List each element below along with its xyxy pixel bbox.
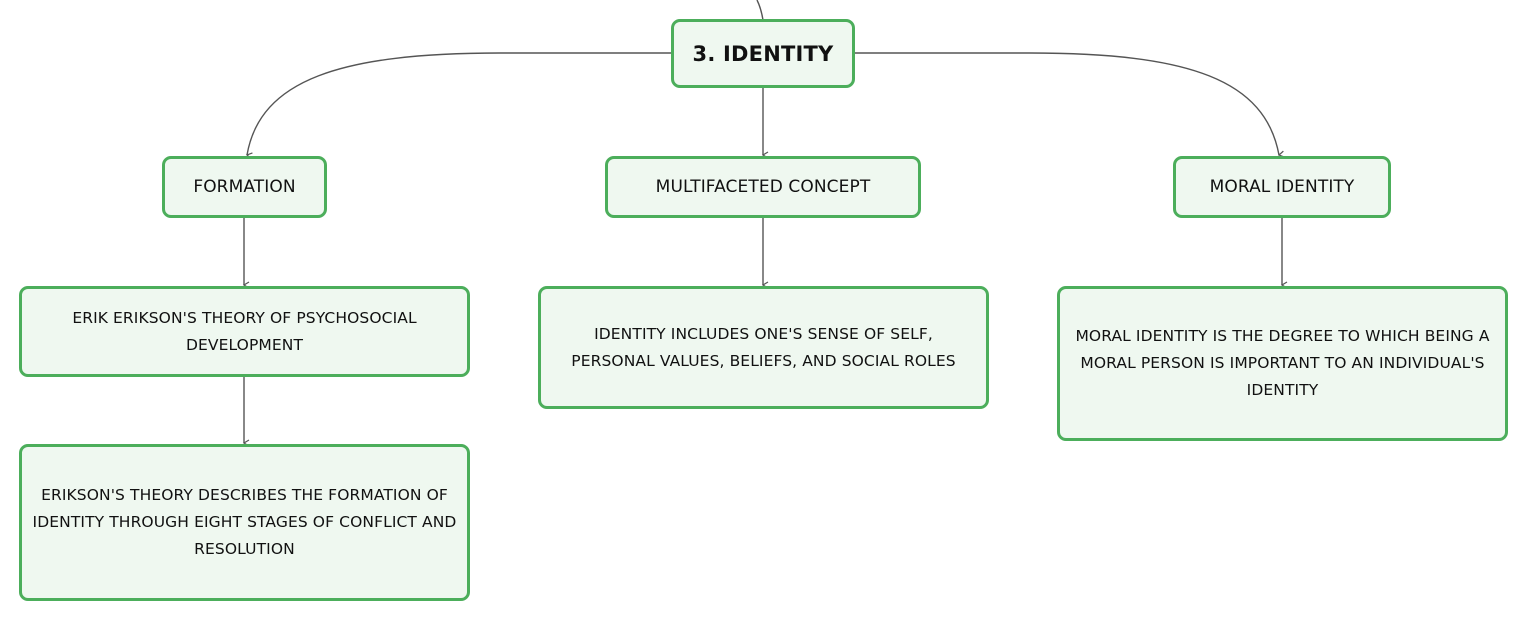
leaf-node-moral-identity-definition[interactable]: MORAL IDENTITY IS THE DEGREE TO WHICH BE… bbox=[1057, 286, 1508, 441]
leaf-node-erikson-theory[interactable]: ERIK ERIKSON'S THEORY OF PSYCHOSOCIAL DE… bbox=[19, 286, 470, 377]
root-node[interactable]: 3. IDENTITY bbox=[671, 19, 855, 88]
branch-node-label: FORMATION bbox=[193, 177, 296, 197]
incoming-connector bbox=[756, 0, 764, 21]
leaf-node-label: ERIK ERIKSON'S THEORY OF PSYCHOSOCIAL DE… bbox=[72, 308, 417, 354]
leaf-node-erikson-description[interactable]: ERIKSON'S THEORY DESCRIBES THE FORMATION… bbox=[19, 444, 470, 601]
connector-root-moral bbox=[854, 52, 1285, 158]
branch-node-label: MORAL IDENTITY bbox=[1209, 177, 1355, 197]
branch-node-multifaceted-concept[interactable]: MULTIFACETED CONCEPT bbox=[605, 156, 921, 218]
root-node-label: 3. IDENTITY bbox=[692, 41, 834, 66]
connector-root-formation bbox=[245, 52, 672, 160]
branch-node-label: MULTIFACETED CONCEPT bbox=[655, 177, 871, 197]
leaf-node-identity-includes[interactable]: IDENTITY INCLUDES ONE'S SENSE OF SELF, P… bbox=[538, 286, 989, 409]
branch-node-moral-identity[interactable]: MORAL IDENTITY bbox=[1173, 156, 1391, 218]
branch-node-formation[interactable]: FORMATION bbox=[162, 156, 327, 218]
leaf-node-label: ERIKSON'S THEORY DESCRIBES THE FORMATION… bbox=[32, 486, 457, 558]
leaf-node-label: MORAL IDENTITY IS THE DEGREE TO WHICH BE… bbox=[1075, 327, 1490, 399]
leaf-node-label: IDENTITY INCLUDES ONE'S SENSE OF SELF, P… bbox=[571, 324, 956, 370]
